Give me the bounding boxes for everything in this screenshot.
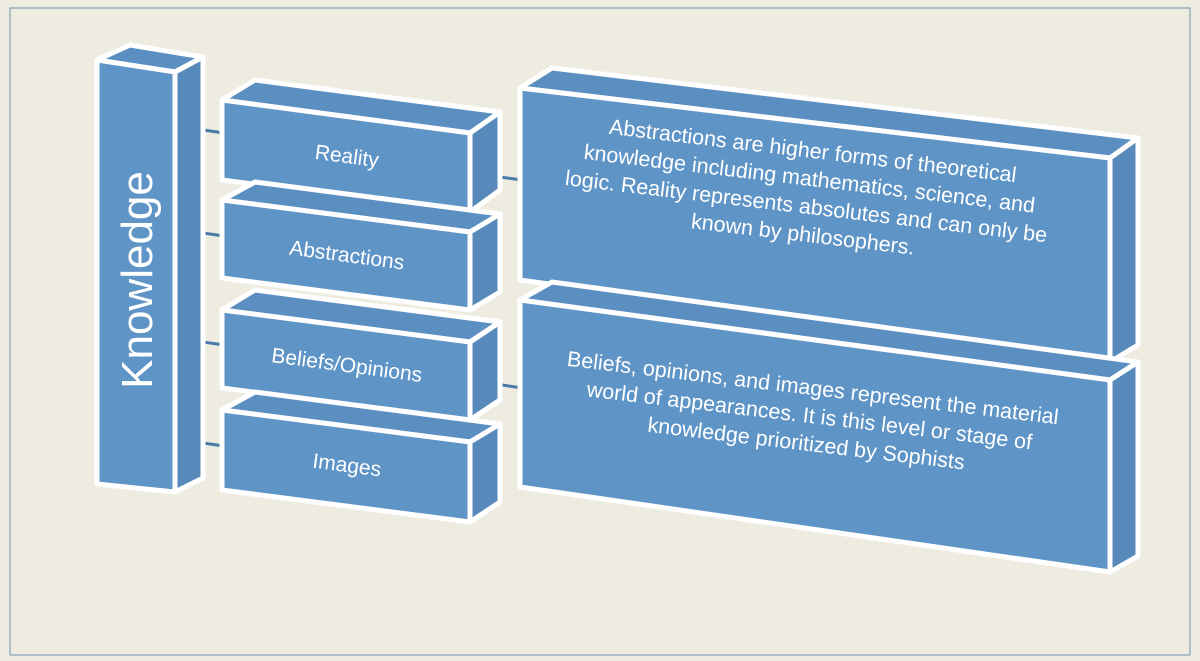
level-box-images: Images: [219, 389, 503, 525]
frame-border: [9, 7, 1191, 656]
level-box-abstractions: Abstractions: [219, 179, 503, 313]
level-box-reality: Reality: [219, 77, 503, 215]
level-box-beliefs-opinions: Beliefs/Opinions: [219, 287, 503, 423]
description-box-lower: Beliefs, opinions, and images represent …: [517, 279, 1141, 575]
description-box-upper: Abstractions are higher forms of theoret…: [517, 65, 1141, 365]
knowledge-box: Knowledge: [94, 42, 206, 495]
knowledge-label: Knowledge: [113, 171, 162, 389]
